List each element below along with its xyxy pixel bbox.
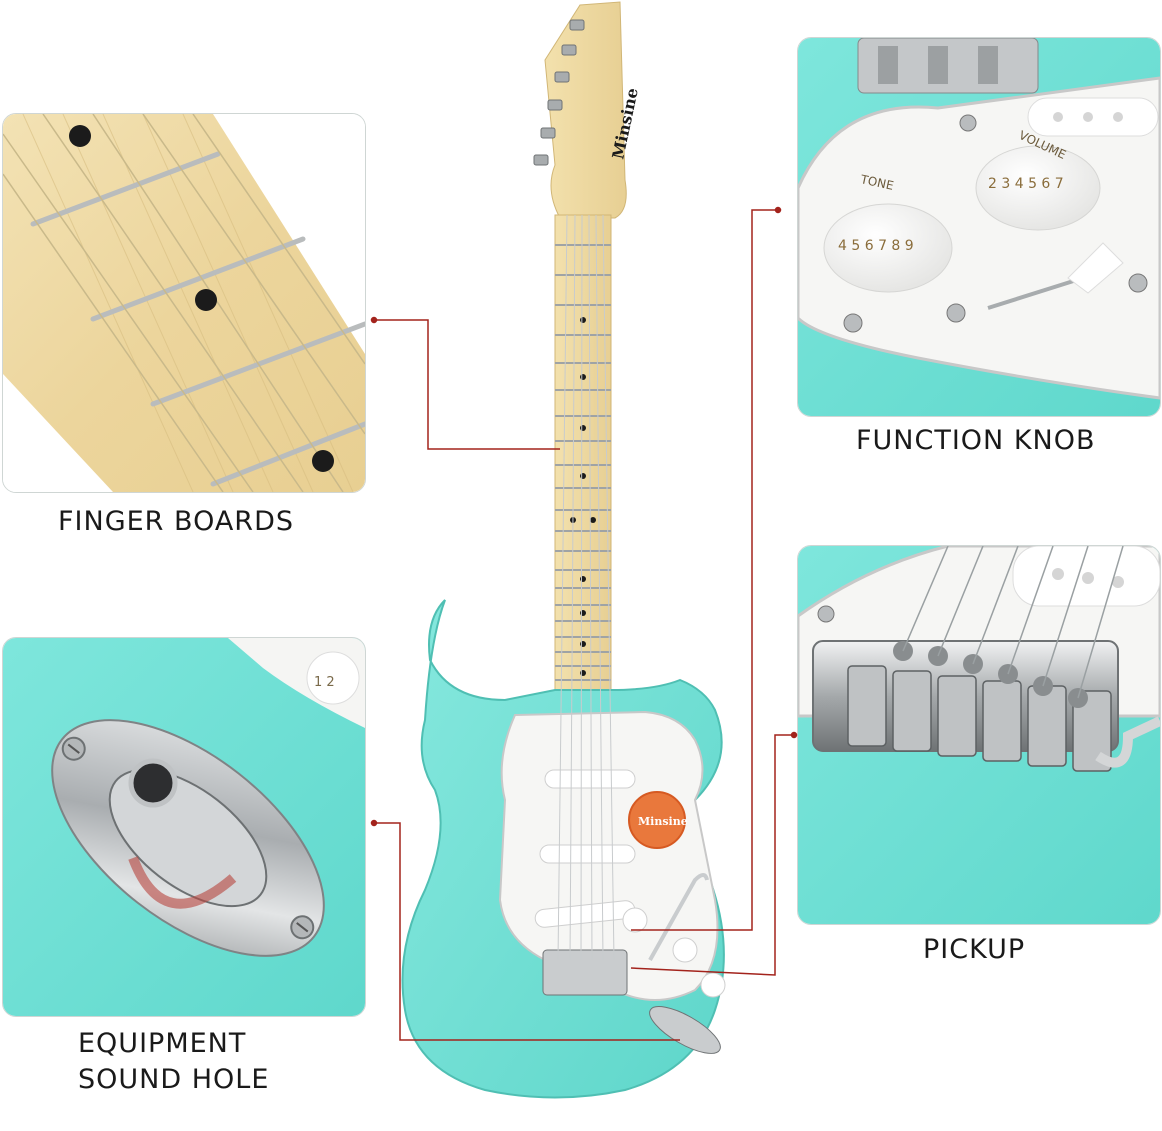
tone-knob: TONE 4 5 6 7 8 9: [823, 172, 953, 293]
guitar-image: Minsine: [395, 0, 775, 1131]
svg-text:Minsine: Minsine: [638, 815, 688, 828]
tone-knob-numbers: 4 5 6 7 8 9: [838, 238, 914, 254]
volume-knob: VOLUME 2 3 4 5 6 7: [975, 128, 1101, 231]
pickup-selector-switch: [987, 242, 1124, 310]
equipment-sound-hole-label: EQUIPMENT SOUND HOLE: [78, 1028, 270, 1095]
jack-knob-numbers: 1 2: [314, 675, 335, 690]
jack-socket: [128, 758, 178, 808]
finger-boards-detail-image: [2, 113, 366, 493]
equipment-sound-hole-detail-image: 1 2: [2, 637, 366, 1017]
fret-marker-dot: [312, 450, 334, 472]
tone-knob-label: TONE: [858, 172, 895, 193]
volume-knob-numbers: 2 3 4 5 6 7: [988, 176, 1064, 192]
finger-boards-label: FINGER BOARDS: [58, 506, 295, 537]
fret-marker-dot: [69, 125, 91, 147]
pickup-detail-image: [797, 545, 1161, 925]
function-knob-label: FUNCTION KNOB: [856, 425, 1096, 456]
function-knob-detail-image: VOLUME 2 3 4 5 6 7 TONE 4 5 6 7 8 9: [797, 37, 1161, 417]
bridge-hardware: [857, 38, 1039, 94]
fret-marker-dot: [195, 289, 217, 311]
tremolo-bridge: [812, 640, 1160, 772]
pickup-label: PICKUP: [923, 934, 1026, 965]
